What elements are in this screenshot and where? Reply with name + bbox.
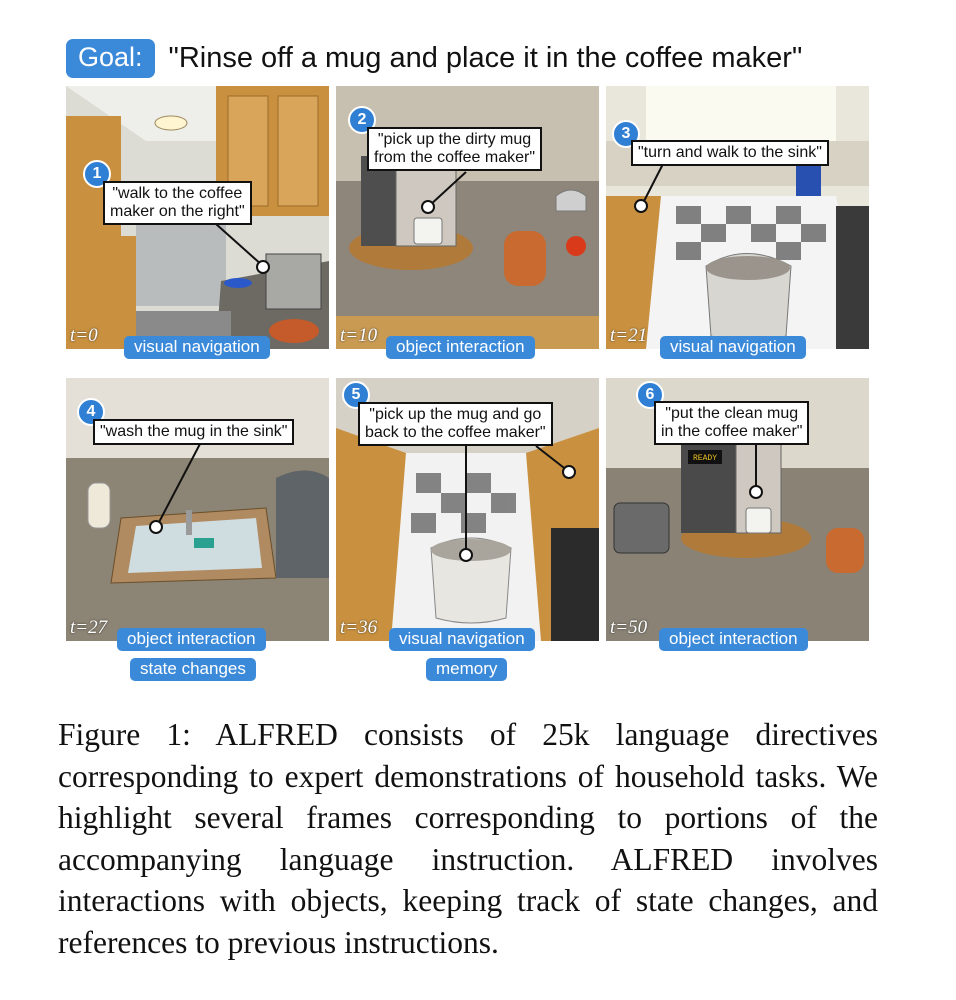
frame-3-sink-area-image	[606, 86, 869, 349]
timestep-label: t=27	[70, 617, 108, 638]
tag-object-interaction: object interaction	[117, 628, 266, 651]
timestep-label: t=36	[340, 617, 378, 638]
instruction-line: from the coffee maker"	[374, 149, 536, 166]
coffee-maker-display: READY	[693, 454, 717, 463]
step-1-instruction: "walk to the coffee maker on the right"	[103, 181, 252, 225]
timestep-label: t=21	[610, 325, 648, 346]
goal-badge: Goal:	[66, 38, 155, 78]
instruction-line: "put the clean mug	[665, 405, 799, 422]
tag-memory: memory	[426, 658, 508, 681]
tag-state-changes: state changes	[130, 658, 256, 681]
instruction-line: back to the coffee maker"	[365, 424, 546, 441]
instruction-line: maker on the right"	[110, 203, 245, 220]
step-5-badge: 5	[342, 381, 370, 409]
step-5-instruction: "pick up the mug and go back to the coff…	[358, 402, 553, 446]
frame-6-coffee-maker-image: READY	[606, 378, 869, 641]
instruction-line: "wash the mug in the sink"	[100, 423, 288, 440]
step-4-instruction: "wash the mug in the sink"	[93, 419, 295, 445]
frame-1-panel: 1 "walk to the coffee maker on the right…	[66, 86, 329, 349]
frame-6-panel: READY 6 "put the clean mug in the coffee…	[606, 378, 869, 641]
frame-2-panel: 2 "pick up the dirty mug from the coffee…	[336, 86, 599, 349]
step-3-instruction: "turn and walk to the sink"	[631, 140, 829, 166]
tag-object-interaction: object interaction	[659, 628, 808, 651]
instruction-line: "walk to the coffee	[112, 185, 243, 202]
instruction-line: "pick up the mug and go	[369, 406, 542, 423]
frame-2-coffee-maker-image	[336, 86, 599, 349]
timestep-label: t=10	[340, 325, 378, 346]
goal-header: Goal: "Rinse off a mug and place it in t…	[66, 36, 802, 80]
step-6-badge: 6	[636, 381, 664, 409]
instruction-line: in the coffee maker"	[661, 423, 803, 440]
frame-4-washing-image	[66, 378, 329, 641]
instruction-line: "turn and walk to the sink"	[638, 144, 822, 161]
timestep-label: t=50	[610, 617, 648, 638]
tag-visual-navigation: visual navigation	[660, 336, 806, 359]
step-4-badge: 4	[77, 398, 105, 426]
instruction-line: "pick up the dirty mug	[377, 131, 532, 148]
step-2-instruction: "pick up the dirty mug from the coffee m…	[367, 127, 543, 171]
tag-object-interaction: object interaction	[386, 336, 535, 359]
frame-4-panel: 4 "wash the mug in the sink" t=27	[66, 378, 329, 641]
timestep-label: t=0	[70, 325, 98, 346]
figure-caption: Figure 1: ALFRED consists of 25k languag…	[58, 717, 878, 960]
tag-visual-navigation: visual navigation	[124, 336, 270, 359]
tag-visual-navigation: visual navigation	[389, 628, 535, 651]
goal-text: "Rinse off a mug and place it in the cof…	[168, 41, 803, 74]
frame-3-panel: 3 "turn and walk to the sink" t=21	[606, 86, 869, 349]
step-6-instruction: "put the clean mug in the coffee maker"	[654, 401, 810, 445]
frame-5-panel: 5 "pick up the mug and go back to the co…	[336, 378, 599, 641]
